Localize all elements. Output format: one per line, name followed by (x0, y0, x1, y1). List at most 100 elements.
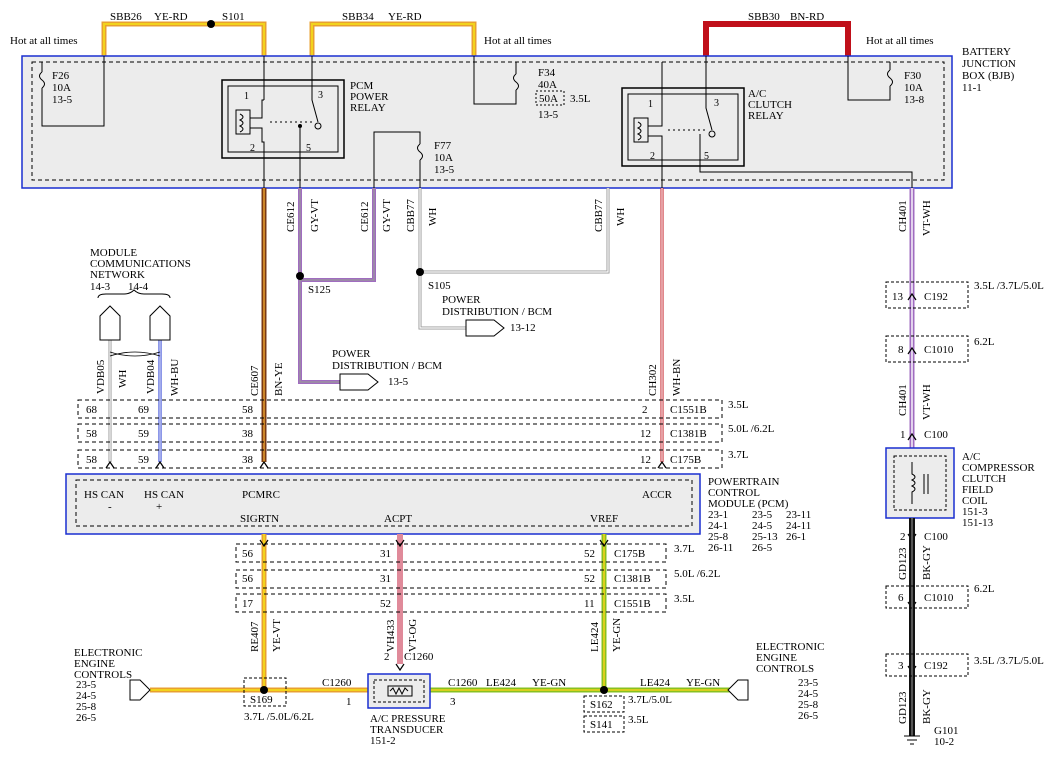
pd2-label: POWER (332, 348, 371, 360)
bjb-title-1: BATTERY (962, 46, 1011, 58)
c100a-label: C100 (924, 429, 948, 441)
svg-text:52: 52 (584, 573, 595, 585)
c1010a-note: 6.2L (974, 336, 995, 348)
svg-text:59: 59 (138, 454, 150, 466)
s162-note: 3.7L/5.0L (628, 694, 672, 706)
eec-right-refs: 23-5 24-5 25-8 26-5 (798, 677, 819, 722)
c100a-pin: 1 (900, 429, 906, 441)
hot-at-all-times-3: Hot at all times (866, 35, 934, 47)
svg-text:26-1: 26-1 (786, 531, 806, 543)
connector-row-c1551b-bottom: 17 52 11 C1551B 3.5L (242, 593, 695, 610)
svg-text:C175B: C175B (670, 454, 701, 466)
hot-at-all-times-2: Hot at all times (484, 35, 552, 47)
g101-label: G101 (934, 725, 958, 737)
hot-at-all-times-1: Hot at all times (10, 35, 78, 47)
le424h2-color: YE-GN (686, 677, 720, 689)
eec-right-1: ELECTRONIC (756, 641, 824, 653)
svg-text:C1551B: C1551B (670, 404, 707, 416)
ce612a-color: GY-VT (309, 199, 321, 232)
c192b-pin: 3 (898, 660, 904, 672)
svg-text:12: 12 (640, 428, 651, 440)
s125-label: S125 (308, 284, 331, 296)
svg-text:23-5: 23-5 (798, 677, 819, 689)
svg-text:3.7L: 3.7L (728, 449, 749, 461)
transducer-arrow (395, 663, 405, 672)
s169-note: 3.7L /5.0L/6.2L (244, 711, 314, 723)
c192b-note: 3.5L /3.7L/5.0L (974, 655, 1044, 667)
s162-box (583, 695, 625, 713)
fuse-f77 (373, 131, 423, 188)
s169-label: S169 (250, 694, 273, 706)
eec-left-3: CONTROLS (74, 669, 132, 681)
svg-text:24-5: 24-5 (76, 690, 97, 702)
ac-relay-title-3: RELAY (748, 110, 784, 122)
eec-right-3: CONTROLS (756, 663, 814, 675)
gd123a-label: GD123 (897, 547, 909, 580)
s105-label: S105 (428, 280, 451, 292)
cbb77a-color: WH (427, 208, 439, 226)
svg-text:26-11: 26-11 (708, 542, 733, 554)
bottom-vertical-labels: RE407 YE-VT VH433 VT-OG LE424 YE-GN (249, 618, 623, 652)
pcm-pcmrc: PCMRC (242, 489, 280, 501)
splice-s162 (600, 686, 608, 694)
bjb-title-2: JUNCTION (962, 58, 1016, 70)
vertical-wire-labels: CE612 GY-VT CE612 GY-VT CBB77 WH CBB77 W… (95, 198, 933, 420)
vdb04-label: VDB04 (145, 359, 157, 394)
transducer-title-1: A/C PRESSURE (370, 713, 446, 725)
cbb77b-color: WH (615, 208, 627, 226)
transducer-box (367, 673, 431, 709)
sbb30-color: BN-RD (790, 11, 824, 23)
pcm-hscan-1-sign: - (108, 501, 112, 513)
svg-text:31: 31 (380, 548, 391, 560)
s141-box (583, 715, 625, 733)
eec-right-2: ENGINE (756, 652, 797, 664)
svg-text:11: 11 (584, 598, 595, 610)
pcm-relay-inner (227, 85, 339, 153)
f34-50a-box (535, 90, 565, 106)
c1260a-pin: 1 (346, 696, 352, 708)
svg-text:38: 38 (242, 454, 254, 466)
mcn-connector-right (149, 305, 171, 341)
svg-text:58: 58 (242, 404, 254, 416)
sbb34-label: SBB34 (342, 11, 374, 23)
pd1-ref: 13-12 (510, 322, 536, 334)
vh433-color: VT-OG (407, 619, 419, 652)
connector-row-c175b-bottom: 56 31 52 C175B 3.7L (242, 543, 695, 560)
s141-label: S141 (590, 719, 613, 731)
pcm-relay-contacts (235, 56, 322, 188)
transducer-title-2: TRANSDUCER (370, 724, 444, 736)
ce607-color: BN-YE (273, 362, 285, 396)
bjb-box (21, 55, 953, 189)
sbb26-color: YE-RD (154, 11, 188, 23)
pcm-hscan-2-sign: + (156, 501, 162, 513)
cbb77b-label: CBB77 (593, 198, 605, 232)
pcm-refs: 23-1 23-5 23-11 24-1 24-5 24-11 25-8 25-… (708, 509, 811, 554)
svg-text:5.0L /6.2L: 5.0L /6.2L (674, 568, 721, 580)
twisted-pair (109, 351, 161, 357)
transducer-ref: 151-2 (370, 735, 396, 747)
pcm-inner-dashed (75, 479, 693, 527)
splice-s125 (296, 272, 304, 280)
mcn-label-2: COMMUNICATIONS (90, 258, 191, 270)
c1260c-pin: 2 (384, 651, 390, 663)
mcn-connector-left (99, 305, 121, 341)
eec-left-1: ELECTRONIC (74, 647, 142, 659)
ch302-color: WH-BN (671, 359, 683, 396)
f34-50a: 50A (539, 93, 558, 105)
svg-text:24-5: 24-5 (752, 520, 773, 532)
pcm-relay-box (221, 79, 345, 159)
pcm-relay-pin5: 5 (306, 143, 311, 154)
c100b-pin: 2 (900, 531, 906, 543)
svg-text:3.5L: 3.5L (728, 399, 749, 411)
mcn-ref-2: 14-4 (128, 281, 149, 293)
svg-text:2: 2 (642, 404, 648, 416)
f26-label: F26 (52, 70, 70, 82)
pcm-relay-title-1: PCM (350, 80, 373, 92)
pcm-vref: VREF (590, 513, 618, 525)
f30-label: F30 (904, 70, 922, 82)
re407-color: YE-VT (271, 619, 283, 652)
pcm-hscan-2: HS CAN (144, 489, 184, 501)
ac-relay-title-2: CLUTCH (748, 99, 792, 111)
eec-left-refs: 23-5 24-5 25-8 26-5 (76, 679, 97, 724)
